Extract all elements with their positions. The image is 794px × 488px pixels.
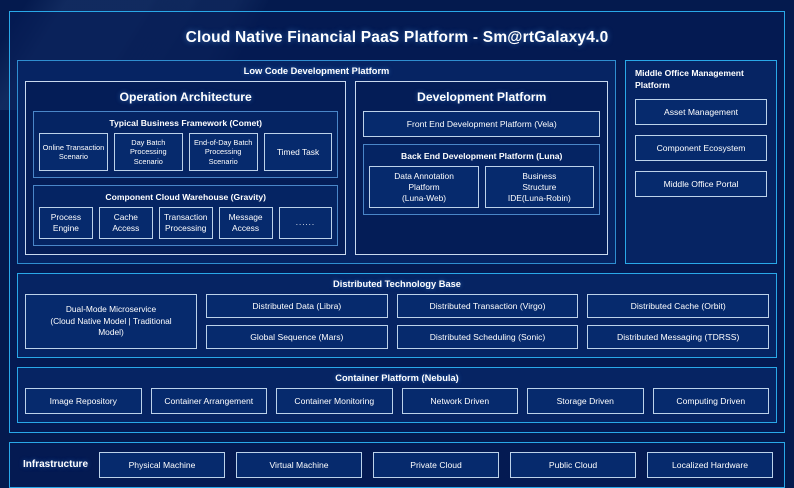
section-distributed-technology-base: Distributed Technology Base Dual-Mode Mi… [17, 272, 777, 358]
section-container-platform: Container Platform (Nebula) Image Reposi… [17, 366, 777, 423]
group-title-typical-business-framework: Typical Business Framework (Comet) [109, 118, 263, 128]
container-platform-row: Image Repository Container Arrangement C… [25, 387, 769, 414]
container-item-container-arrangement[interactable]: Container Arrangement [150, 387, 267, 414]
dtb-item-distributed-transaction[interactable]: Distributed Transaction (Virgo) [396, 293, 579, 318]
chip-front-end-development-platform[interactable]: Front End Development Platform (Vela) [363, 111, 600, 137]
dtb-column-3: Distributed Cache (Orbit) Distributed Me… [587, 293, 770, 349]
container-item-computing-driven[interactable]: Computing Driven [652, 387, 769, 414]
middle-office-item-component-ecosystem[interactable]: Component Ecosystem [635, 135, 767, 162]
chip-row-typical-business-framework: Online Transaction Scenario Day Batch Pr… [39, 133, 333, 172]
chip-business-structure-ide[interactable]: Business Structure IDE(Luna-Robin) [484, 166, 594, 209]
chip-timed-task[interactable]: Timed Task [263, 133, 333, 172]
dtb-item-distributed-cache[interactable]: Distributed Cache (Orbit) [587, 293, 770, 318]
group-title-back-end-development-platform: Back End Development Platform (Luna) [401, 151, 563, 161]
infrastructure-item-physical-machine[interactable]: Physical Machine [99, 451, 226, 478]
panel-title-operation-architecture: Operation Architecture [119, 90, 252, 104]
chip-row-component-cloud-warehouse: Process Engine Cache Access Transaction … [39, 207, 333, 239]
panel-title-development-platform: Development Platform [417, 90, 547, 104]
infrastructure-item-public-cloud[interactable]: Public Cloud [510, 451, 637, 478]
section-title-distributed-technology-base: Distributed Technology Base [333, 278, 461, 289]
dtb-highlight-wrapper: Dual-Mode Microservice (Cloud Native Mod… [25, 293, 197, 349]
page-title: Cloud Native Financial PaaS Platform - S… [185, 29, 609, 46]
section-title-middle-office: Middle Office Management Platform [635, 68, 744, 90]
infrastructure-label: Infrastructure [23, 459, 89, 471]
chip-cache-access[interactable]: Cache Access [98, 207, 153, 239]
panel-development-platform: Development Platform Front End Developme… [355, 81, 608, 255]
dtb-item-global-sequence[interactable]: Global Sequence (Mars) [206, 324, 388, 349]
dtb-columns: Distributed Data (Libra) Global Sequence… [206, 293, 770, 349]
low-code-columns: Operation Architecture Typical Business … [25, 81, 608, 255]
chip-transaction-processing[interactable]: Transaction Processing [158, 207, 213, 239]
infrastructure-item-private-cloud[interactable]: Private Cloud [373, 451, 500, 478]
chip-end-of-day-batch-processing-scenario[interactable]: End-of-Day Batch Processing Scenario [188, 133, 258, 172]
infrastructure-item-virtual-machine[interactable]: Virtual Machine [236, 451, 363, 478]
dtb-item-distributed-scheduling[interactable]: Distributed Scheduling (Sonic) [396, 324, 579, 349]
section-title-low-code: Low Code Development Platform [243, 66, 390, 76]
dtb-item-distributed-messaging[interactable]: Distributed Messaging (TDRSS) [587, 324, 770, 349]
dtb-item-dual-mode-microservice[interactable]: Dual-Mode Microservice (Cloud Native Mod… [25, 293, 197, 349]
infrastructure-item-localized-hardware[interactable]: Localized Hardware [647, 451, 774, 478]
group-back-end-development-platform: Back End Development Platform (Luna) Dat… [363, 144, 600, 216]
platform-frame: Cloud Native Financial PaaS Platform - S… [9, 11, 785, 433]
middle-office-item-asset-management[interactable]: Asset Management [635, 99, 767, 126]
panel-operation-architecture: Operation Architecture Typical Business … [25, 81, 347, 255]
section-middle-office-management-platform: Middle Office Management Platform Asset … [625, 60, 777, 264]
chip-online-transaction-scenario[interactable]: Online Transaction Scenario [39, 133, 108, 172]
dtb-item-distributed-data[interactable]: Distributed Data (Libra) [206, 293, 388, 318]
section-infrastructure: Infrastructure Physical Machine Virtual … [9, 441, 785, 488]
container-item-image-repository[interactable]: Image Repository [25, 387, 142, 414]
middle-office-item-middle-office-portal[interactable]: Middle Office Portal [635, 171, 767, 198]
dtb-column-2: Distributed Transaction (Virgo) Distribu… [396, 293, 579, 349]
chip-data-annotation-platform[interactable]: Data Annotation Platform (Luna-Web) [369, 166, 479, 209]
dtb-column-1: Distributed Data (Libra) Global Sequence… [206, 293, 388, 349]
container-item-storage-driven[interactable]: Storage Driven [527, 387, 644, 414]
chip-row-back-end: Data Annotation Platform (Luna-Web) Busi… [369, 166, 594, 209]
chip-more-ellipsis[interactable]: ...... [278, 207, 333, 239]
distributed-technology-body: Dual-Mode Microservice (Cloud Native Mod… [25, 293, 770, 349]
section-title-container-platform: Container Platform (Nebula) [335, 372, 459, 383]
chip-day-batch-processing-scenario[interactable]: Day Batch Processing Scenario [113, 133, 183, 172]
group-typical-business-framework: Typical Business Framework (Comet) Onlin… [33, 111, 339, 179]
upper-row: Low Code Development Platform Operation … [17, 60, 777, 264]
group-component-cloud-warehouse: Component Cloud Warehouse (Gravity) Proc… [33, 185, 339, 246]
group-title-component-cloud-warehouse: Component Cloud Warehouse (Gravity) [105, 192, 266, 203]
chip-process-engine[interactable]: Process Engine [39, 207, 93, 239]
container-item-container-monitoring[interactable]: Container Monitoring [276, 387, 393, 414]
chip-message-access[interactable]: Message Access [218, 207, 273, 239]
container-item-network-driven[interactable]: Network Driven [401, 387, 518, 414]
section-low-code-development-platform: Low Code Development Platform Operation … [17, 60, 616, 264]
